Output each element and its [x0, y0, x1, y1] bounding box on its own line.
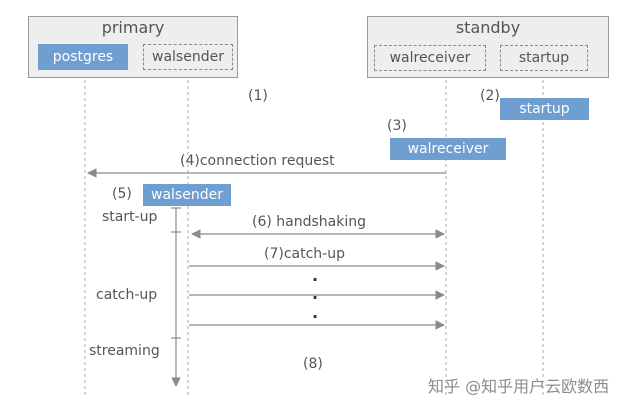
walreceiver-process-box: walreceiver [374, 45, 486, 71]
standby-server-title: standby [455, 18, 521, 37]
step-1-label: (1) [248, 88, 268, 104]
step-3-walreceiver-label: walreceiver [407, 141, 489, 157]
step-3-walreceiver-box: walreceiver [390, 138, 506, 160]
step-8-label: (8) [303, 356, 323, 372]
step-7-label: (7)catch-up [264, 246, 345, 262]
step-6-label: (6) handshaking [252, 214, 366, 230]
walsender-process-box: walsender [143, 44, 233, 70]
step-5-walsender-box: walsender [143, 184, 231, 206]
walsender-process-label: walsender [152, 49, 224, 65]
postgres-process-label: postgres [52, 49, 114, 65]
postgres-process-box: postgres [38, 44, 128, 70]
startup-process-label: startup [518, 50, 570, 66]
ellipsis-dot-1: · [312, 270, 319, 289]
phase-startup-label: start-up [102, 209, 158, 225]
step-4-label: (4)connection request [180, 153, 335, 169]
step-2-startup-box: startup [500, 98, 589, 120]
startup-process-box: startup [500, 45, 588, 71]
primary-server-title: primary [101, 18, 165, 37]
ellipsis-dot-3: · [312, 307, 319, 326]
step-5-walsender-label: walsender [151, 187, 223, 203]
step-2-label: (2) [480, 88, 500, 104]
phase-catchup-label: catch-up [96, 287, 158, 303]
phase-streaming-label: streaming [89, 343, 160, 359]
watermark-text: 知乎 @知乎用户云欧数西 [428, 377, 610, 396]
step-3-label: (3) [387, 118, 407, 134]
walreceiver-process-label: walreceiver [389, 50, 471, 66]
step-2-startup-label: startup [519, 101, 570, 117]
step-5-label: (5) [112, 186, 132, 202]
ellipsis-dot-2: · [312, 288, 319, 307]
